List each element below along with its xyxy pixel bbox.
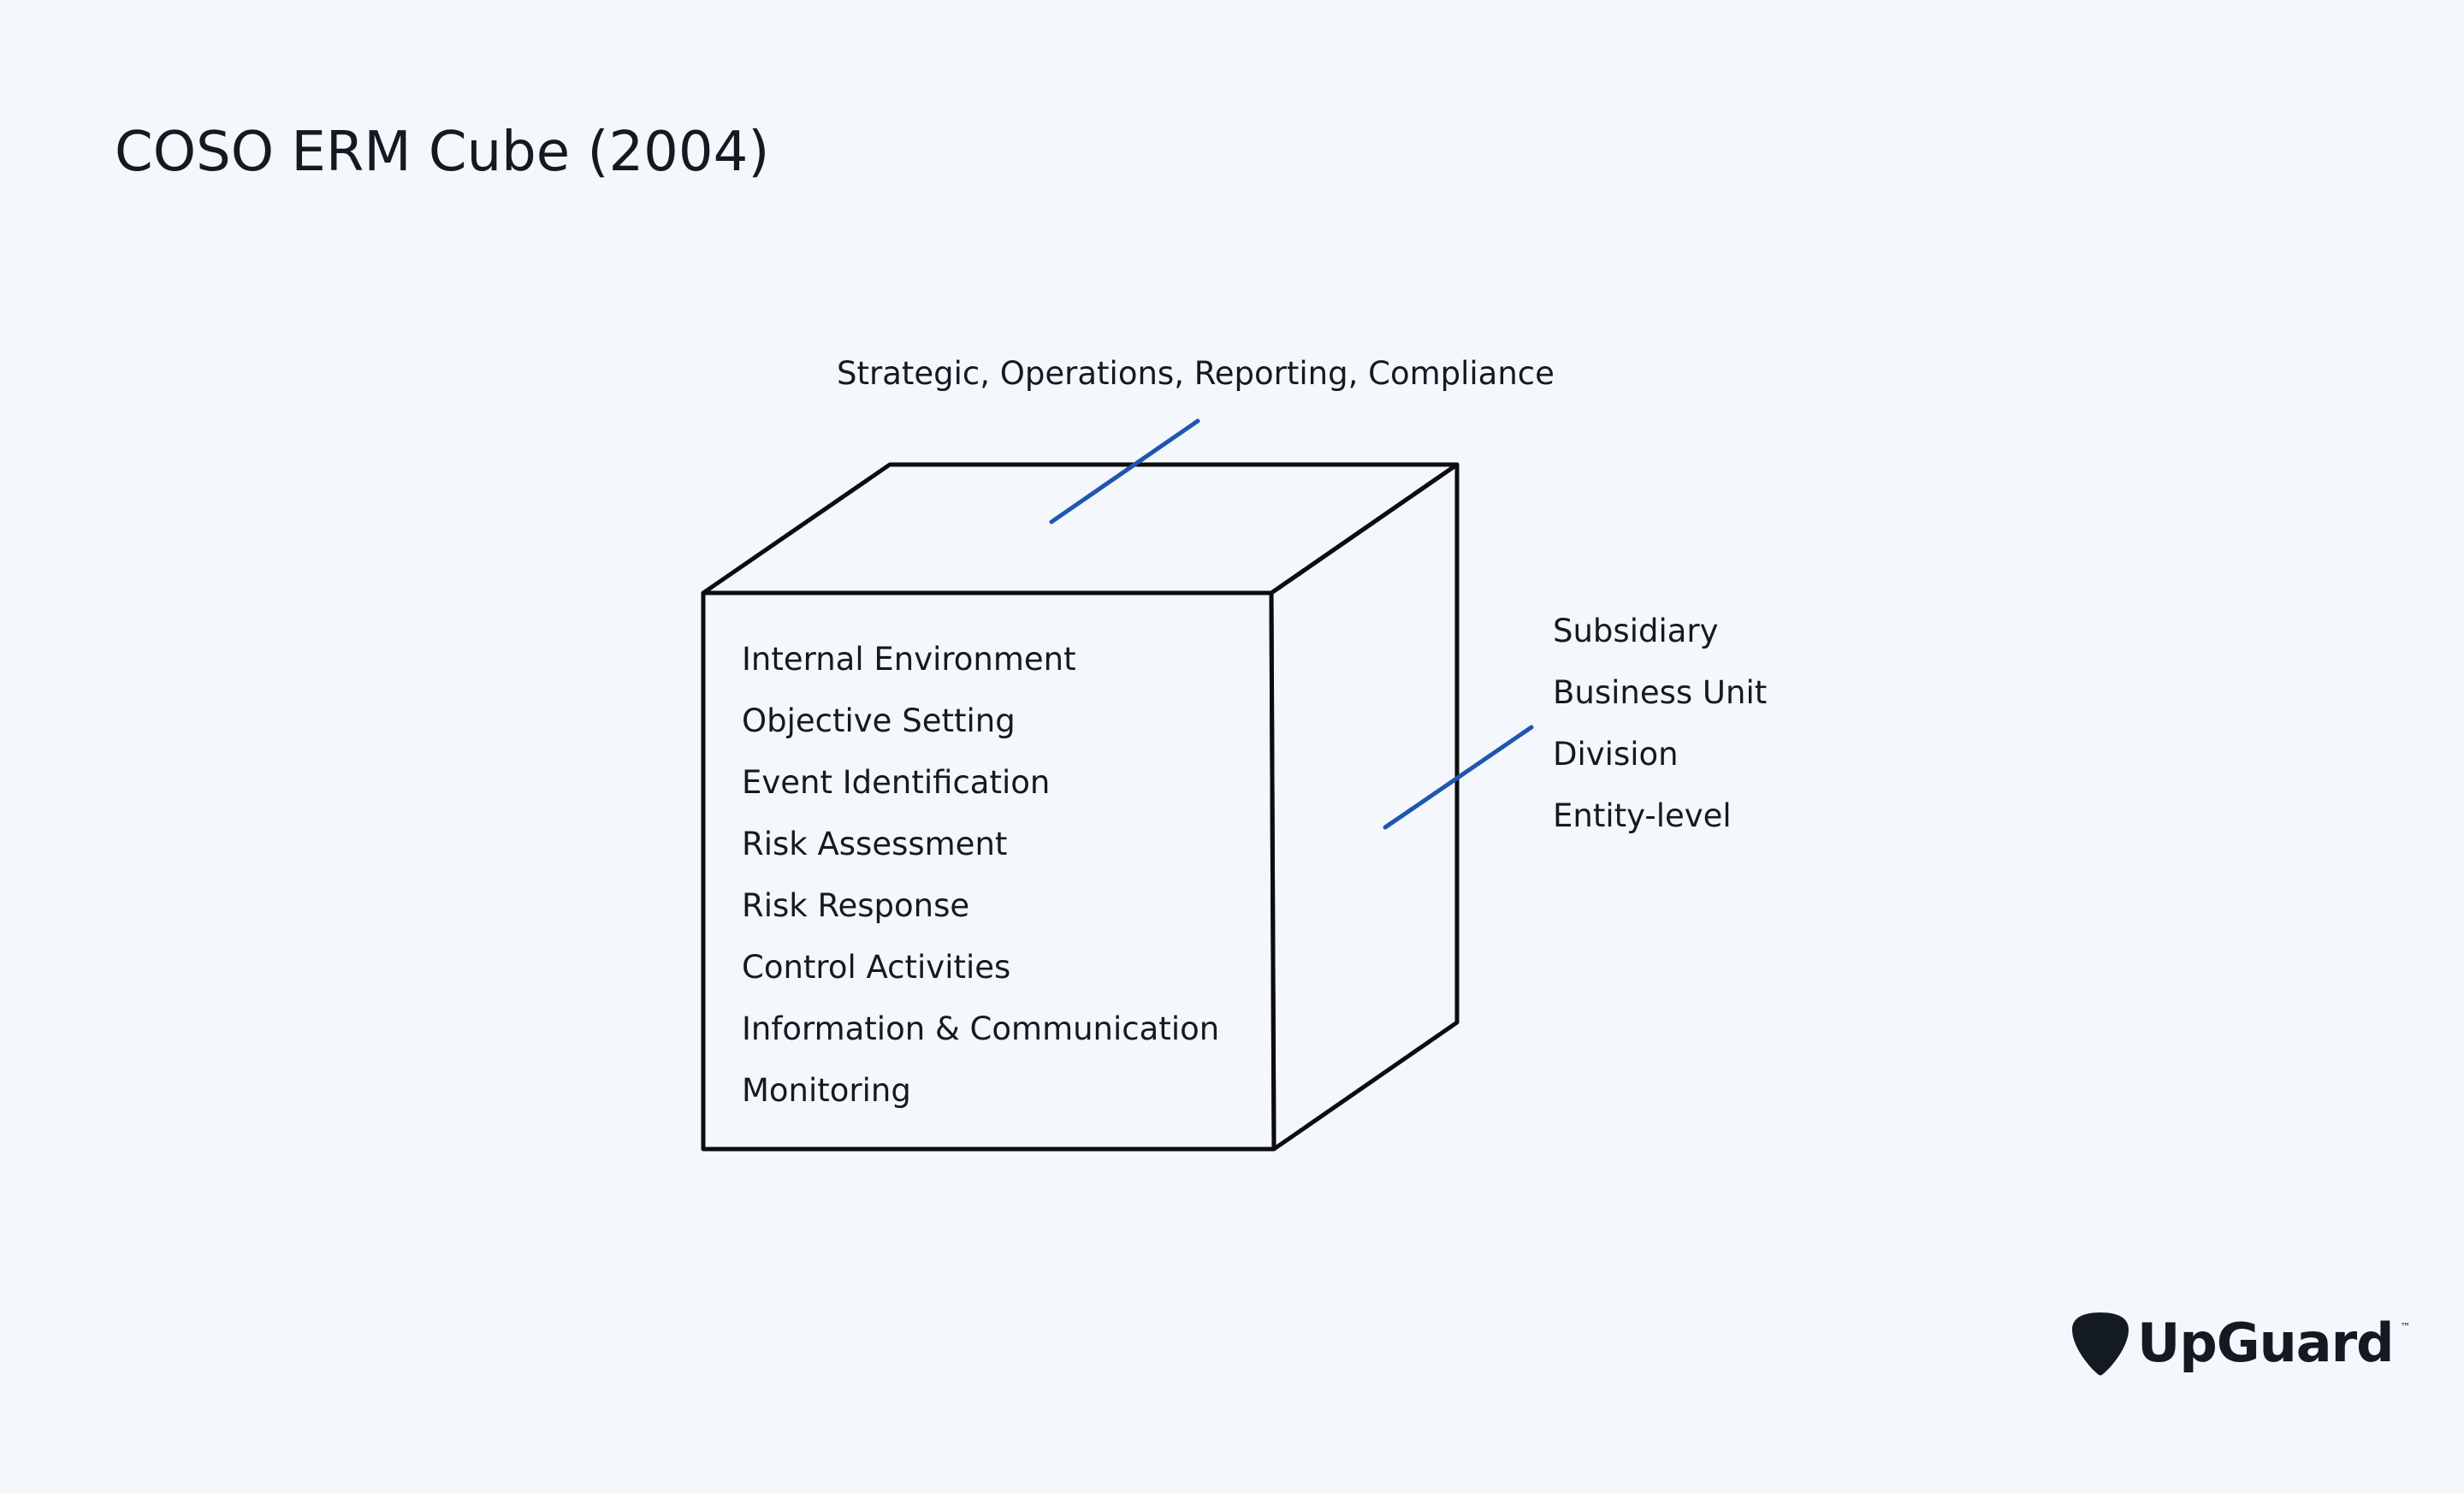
brand-name: UpGuard bbox=[2137, 1312, 2395, 1374]
component-item: Risk Assessment bbox=[742, 826, 1008, 862]
cube-side-face bbox=[1269, 462, 1460, 1152]
component-item: Monitoring bbox=[742, 1072, 911, 1109]
level-item: Division bbox=[1553, 736, 1679, 773]
component-item: Objective Setting bbox=[742, 702, 1016, 739]
trademark-symbol: ™ bbox=[2400, 1321, 2411, 1333]
level-item: Entity-level bbox=[1553, 797, 1732, 834]
components-list: Internal Environment Objective Setting E… bbox=[742, 640, 1219, 1133]
level-item: Business Unit bbox=[1553, 674, 1768, 711]
cube-front-face bbox=[701, 590, 1276, 1152]
level-item: Subsidiary bbox=[1553, 613, 1719, 649]
component-item: Event Identification bbox=[742, 764, 1051, 801]
levels-pointer-line bbox=[1383, 725, 1534, 830]
entity-levels-list: Subsidiary Business Unit Division Entity… bbox=[1553, 612, 1767, 858]
objectives-label: Strategic, Operations, Reporting, Compli… bbox=[837, 355, 1555, 392]
component-item: Risk Response bbox=[742, 887, 970, 924]
page-title: COSO ERM Cube (2004) bbox=[115, 121, 770, 184]
component-item: Information & Communication bbox=[742, 1010, 1220, 1047]
upguard-logo: UpGuard ™ bbox=[2070, 1309, 2411, 1377]
guitar-pick-logo-icon bbox=[2072, 1312, 2129, 1376]
cube-top-face bbox=[701, 462, 1460, 595]
objectives-pointer-line bbox=[1049, 418, 1200, 524]
component-item: Control Activities bbox=[742, 949, 1011, 986]
component-item: Internal Environment bbox=[742, 641, 1076, 678]
